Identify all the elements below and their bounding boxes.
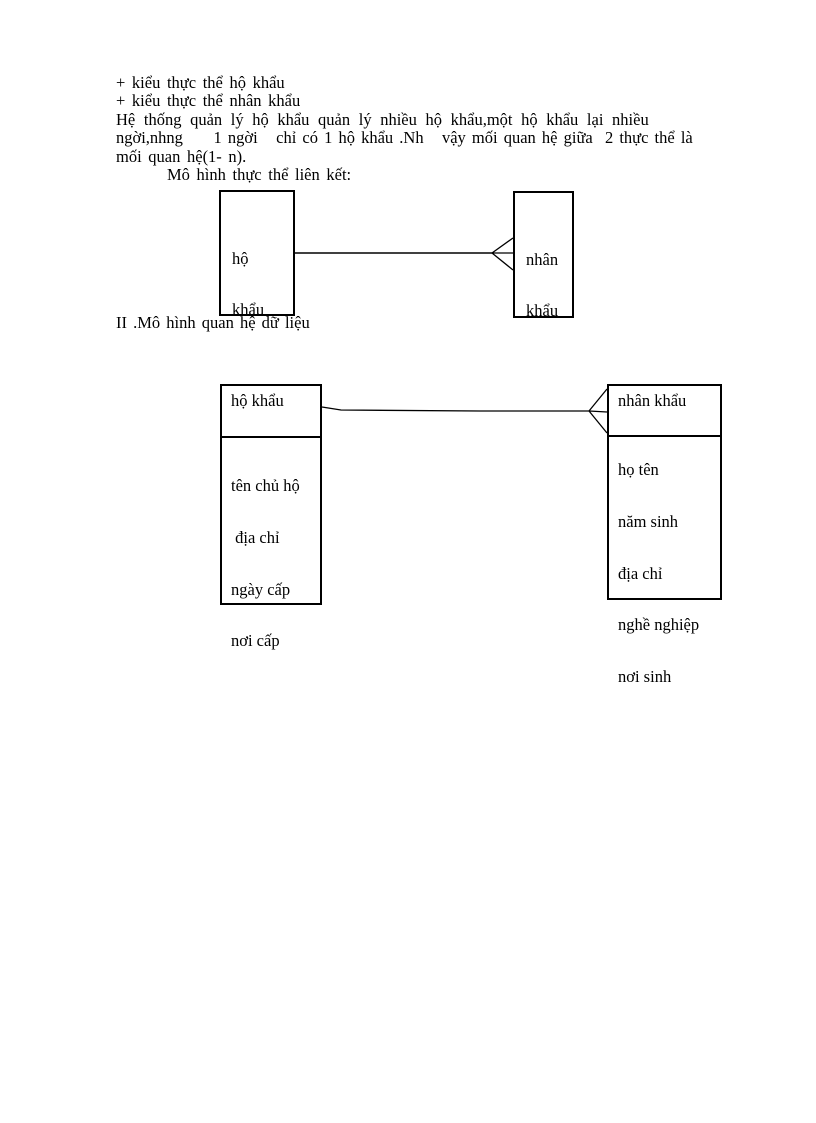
paragraph-line: ngời,nhng 1 ngời chỉ có 1 hộ khẩu .Nh vậ… xyxy=(116,128,693,148)
table-nhan-khau: nhân khẩu họ tên năm sinh địa chỉ nghề n… xyxy=(607,384,722,685)
entity-label-line: hộ xyxy=(232,249,249,268)
attribute-row: địa chỉ xyxy=(231,528,280,548)
relational-connector-line xyxy=(321,406,589,412)
table-title: nhân khẩu xyxy=(618,391,687,410)
entity-box-ho-khau: hộ khẩu xyxy=(219,190,295,318)
paragraph: + kiểu thực thể hộ khẩu + kiểu thực thể … xyxy=(116,73,693,185)
table-attributes: họ tên năm sinh địa chỉ nghề nghiệp nơi … xyxy=(618,427,699,719)
attribute-row: họ tên xyxy=(618,460,659,480)
attribute-row: ngày cấp xyxy=(231,579,291,599)
attribute-row: nghề nghiệp xyxy=(618,615,700,635)
paragraph-line: + kiểu thực thể nhân khẩu xyxy=(116,91,301,111)
entity-label-line: khẩu xyxy=(232,300,265,319)
section-title: II .Mô hình quan hệ dữ liệu xyxy=(116,313,310,332)
entity-label: hộ khẩu xyxy=(232,216,264,352)
er-crow-foot-icon xyxy=(491,237,514,271)
attribute-row: địa chỉ xyxy=(618,563,663,583)
table-attributes: tên chủ hộ địa chỉ ngày cấp nơi cấp xyxy=(231,443,300,684)
entity-label-line: nhân xyxy=(526,250,559,269)
relational-crow-foot-icon xyxy=(588,388,608,434)
table-header-divider xyxy=(222,436,320,438)
entity-box-nhan-khau: nhân khẩu xyxy=(513,191,574,319)
paragraph-line: Hệ thống quản lý hộ khẩu quản lý nhiều h… xyxy=(116,109,649,129)
attribute-row: nơi sinh xyxy=(618,666,672,686)
attribute-row: tên chủ hộ xyxy=(231,476,300,496)
table-title: hộ khẩu xyxy=(231,391,284,410)
paragraph-line: Mô hình thực thể liên kết: xyxy=(167,165,352,185)
paragraph-line: + kiểu thực thể hộ khẩu xyxy=(116,73,285,92)
paragraph-line: mối quan hệ(1- n). xyxy=(116,146,247,166)
table-header-divider xyxy=(609,435,720,437)
entity-label-line: khẩu xyxy=(526,301,559,320)
attribute-row: nơi cấp xyxy=(231,631,280,651)
attribute-row: năm sinh xyxy=(618,512,679,532)
entity-label: nhân khẩu xyxy=(526,217,558,353)
table-ho-khau: hộ khẩu tên chủ hộ địa chỉ ngày cấp nơi … xyxy=(220,384,322,649)
